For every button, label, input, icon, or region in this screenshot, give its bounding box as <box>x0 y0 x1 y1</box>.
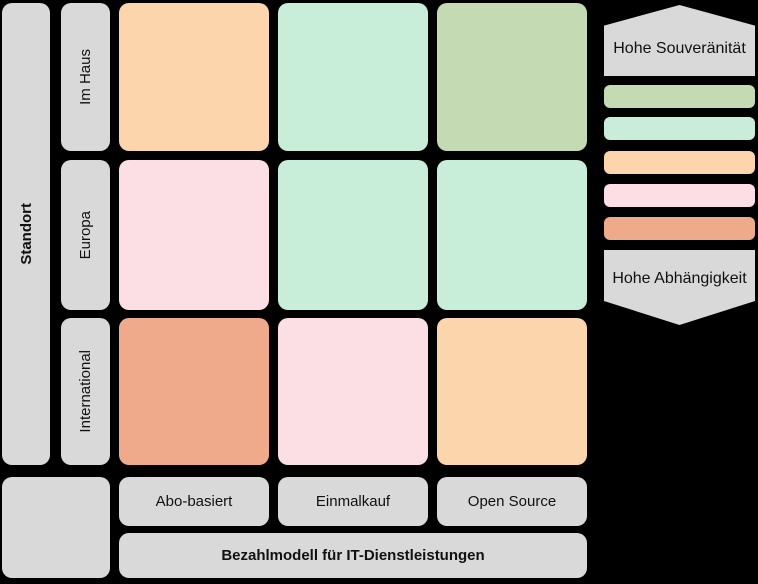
col-label-text: Open Source <box>467 493 557 510</box>
row-axis-title-box: Standort <box>2 3 50 465</box>
row-label-europa: Europa <box>61 160 110 310</box>
row-label-text: Europa <box>77 210 94 260</box>
col-axis-title-box: Bezahlmodell für IT-Dienstleistungen <box>119 533 587 578</box>
legend-top-text: Hohe Souveränität <box>613 39 746 57</box>
legend-high-dependency-label: Hohe Abhängigkeit <box>604 250 755 325</box>
matrix-cell-europa-open-source <box>437 160 587 310</box>
legend-swatch-level-1 <box>604 85 755 108</box>
row-label-text: Im Haus <box>77 49 94 105</box>
matrix-cell-im-haus-open-source <box>437 3 587 151</box>
legend-swatch-level-4 <box>604 184 755 207</box>
matrix-cell-international-open-source <box>437 318 587 465</box>
row-label-international: International <box>61 318 110 465</box>
matrix-cell-europa-abo-basiert <box>119 160 269 310</box>
legend-swatch-level-3 <box>604 151 755 174</box>
matrix-cell-im-haus-einmalkauf <box>278 3 428 151</box>
legend-swatch-level-5 <box>604 217 755 240</box>
col-label-text: Abo-basiert <box>155 493 233 510</box>
col-label-open-source: Open Source <box>437 477 587 526</box>
matrix-cell-international-abo-basiert <box>119 318 269 465</box>
corner-box <box>2 477 110 578</box>
row-label-text: International <box>77 350 94 433</box>
matrix-cell-europa-einmalkauf <box>278 160 428 310</box>
legend-bottom-text: Hohe Abhängigkeit <box>612 269 747 287</box>
col-label-text: Einmalkauf <box>315 493 391 510</box>
col-label-abo-basiert: Abo-basiert <box>119 477 269 526</box>
col-axis-title: Bezahlmodell für IT-Dienstleistungen <box>221 547 485 564</box>
matrix-cell-international-einmalkauf <box>278 318 428 465</box>
legend-high-sovereignty-label: Hohe Souveränität <box>604 5 755 76</box>
row-axis-title: Standort <box>17 203 35 265</box>
row-label-im-haus: Im Haus <box>61 3 110 151</box>
col-label-einmalkauf: Einmalkauf <box>278 477 428 526</box>
matrix-cell-im-haus-abo-basiert <box>119 3 269 151</box>
legend-swatch-level-2 <box>604 117 755 140</box>
